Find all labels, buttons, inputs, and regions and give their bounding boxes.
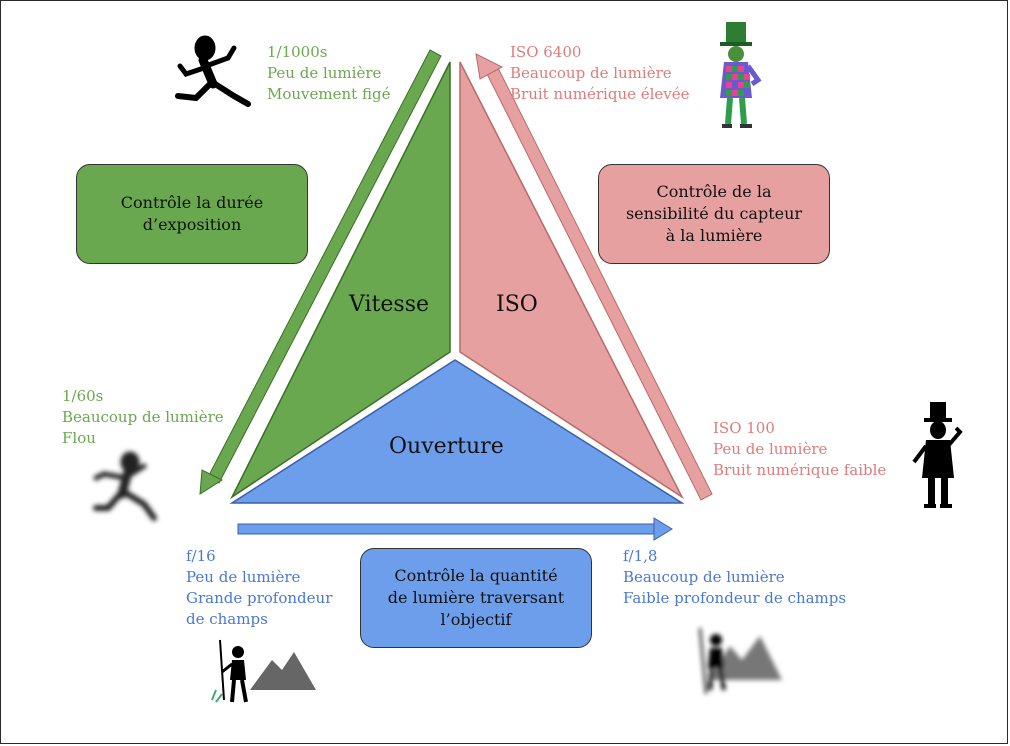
aperture-arrow [237, 517, 673, 541]
speed-fast-line1: Peu de lumière [267, 64, 382, 82]
speed-slow-line1: Beaucoup de lumière [62, 408, 224, 426]
aperture-description-line2: de lumière traversant [387, 588, 565, 607]
iso-low-line2: Bruit numérique faible [713, 461, 887, 479]
aperture-large-line2: Faible profondeur de champs [623, 589, 847, 607]
iso-high-label: ISO 6400 Beaucoup de lumière Bruit numér… [510, 42, 690, 105]
aperture-description-box: Contrôle la quantité de lumière traversa… [360, 548, 592, 648]
iso-description-line3: à la lumière [665, 226, 763, 245]
aperture-description-line3: l’objectif [440, 610, 512, 629]
iso-high-line2: Bruit numérique élevée [510, 85, 690, 103]
aperture-label: Ouverture [389, 434, 504, 459]
iso-description-line1: Contrôle de la [656, 182, 772, 201]
speed-description-box: Contrôle la durée d’exposition [76, 164, 308, 264]
running-man-icon [175, 35, 251, 107]
aperture-large-value: f/1,8 [623, 547, 658, 565]
aperture-small-line3: de champs [186, 610, 268, 628]
aperture-segment [229, 359, 685, 504]
top-hat-figure-icon [912, 402, 963, 508]
hiker-mountain-icon [211, 639, 316, 703]
aperture-small-label: f/16 Peu de lumière Grande profondeur de… [186, 546, 332, 630]
aperture-description-line1: Contrôle la quantité [394, 566, 558, 585]
aperture-large-line1: Beaucoup de lumière [623, 568, 785, 586]
speed-description-line1: Contrôle la durée [120, 193, 264, 212]
iso-description-line2: sensibilité du capteur [625, 204, 803, 223]
blurred-hiker-icon [699, 627, 782, 695]
aperture-large-label: f/1,8 Beaucoup de lumière Faible profond… [623, 546, 846, 609]
speed-arrow [199, 49, 442, 495]
speed-segment [230, 61, 451, 500]
aperture-small-line2: Grande profondeur [186, 589, 333, 607]
iso-low-line1: Peu de lumière [713, 440, 828, 458]
iso-low-label: ISO 100 Peu de lumière Bruit numérique f… [713, 418, 886, 481]
speed-description-line2: d’exposition [142, 215, 242, 234]
iso-high-value: ISO 6400 [510, 43, 582, 61]
harlequin-figure-icon [720, 22, 762, 128]
speed-fast-value: 1/1000s [267, 43, 328, 61]
blurred-runner-icon [93, 451, 157, 521]
iso-low-value: ISO 100 [713, 419, 775, 437]
speed-fast-line2: Mouvement figé [267, 85, 391, 103]
speed-label: Vitesse [349, 292, 429, 317]
aperture-small-line1: Peu de lumière [186, 568, 301, 586]
iso-label: ISO [496, 292, 538, 317]
speed-slow-label: 1/60s Beaucoup de lumière Flou [62, 386, 224, 449]
speed-fast-label: 1/1000s Peu de lumière Mouvement figé [267, 42, 390, 105]
iso-description-box: Contrôle de la sensibilité du capteur à … [598, 164, 830, 264]
iso-high-line1: Beaucoup de lumière [510, 64, 672, 82]
aperture-small-value: f/16 [186, 547, 216, 565]
speed-slow-value: 1/60s [62, 387, 104, 405]
iso-arrow [475, 53, 713, 501]
iso-segment [459, 61, 684, 500]
speed-slow-line2: Flou [62, 429, 96, 447]
